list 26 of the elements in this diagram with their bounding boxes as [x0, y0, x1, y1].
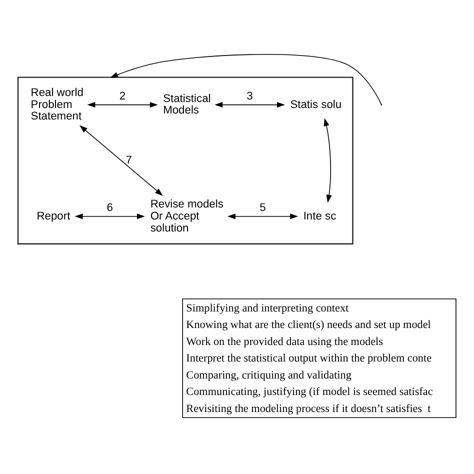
arrow	[227, 213, 298, 219]
edge-label: 7	[126, 154, 132, 166]
arrow	[324, 118, 332, 202]
cluster	[17, 76, 354, 244]
arrow	[74, 213, 145, 219]
node-text: Revise models Or Accept solution	[150, 198, 224, 234]
arrow	[80, 124, 163, 196]
node-text: Report	[36, 210, 70, 222]
node-text: Real world Problem Statement	[30, 86, 84, 122]
label: Comparing, critiquing and validating	[186, 368, 352, 381]
label: Simplifying and interpreting context	[186, 302, 349, 314]
arrow	[110, 54, 382, 104]
label: Interpret the statistical output within the problem conte	[186, 352, 432, 364]
edge-label: 2	[119, 90, 126, 102]
node-text: Statis solu	[290, 98, 342, 110]
node-text: Inte sc	[303, 210, 336, 222]
label: Knowing what are the client(s) needs and set up model	[186, 318, 431, 331]
arrow	[214, 102, 285, 108]
label: Revisiting the modeling process if it doesn’t satisfies t	[186, 402, 431, 414]
edge-label: 3	[246, 90, 253, 102]
label: Communicating, justifying (if model is seemed satisfac	[186, 386, 433, 398]
node-text: Statistical Models	[163, 92, 211, 116]
edge-label: 6	[106, 201, 113, 214]
label: Work on the provided data using the models	[186, 335, 384, 348]
arrow	[87, 102, 158, 108]
edge-label: 5	[260, 201, 266, 214]
